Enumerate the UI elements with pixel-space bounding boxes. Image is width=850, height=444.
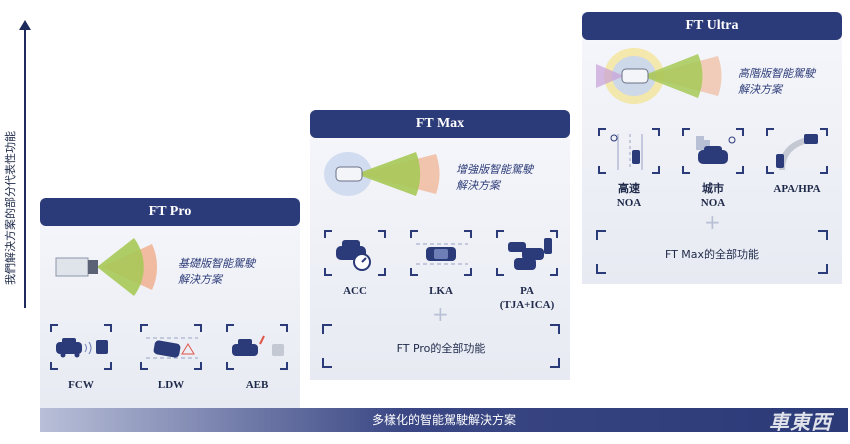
pro-radar-green (97, 238, 144, 296)
tier-ft-ultra-header: FT Ultra (582, 12, 842, 40)
city-noa-icon (696, 136, 736, 164)
ft-max-sensor-illustration (324, 152, 440, 196)
feature-pa-label: PA (TJA+ICA) (486, 284, 568, 312)
ft-max-desc-line2: 解決方案 (456, 179, 500, 192)
feature-pa-line1: PA (520, 285, 534, 297)
ft-pro-description: 基礎版智能駕駛 解決方案 (178, 256, 255, 288)
fcw-icon (56, 338, 108, 358)
ft-ultra-includes-frame: FT Max的全部功能 (596, 230, 828, 274)
bottom-bar: 多樣化的智能駕駛解決方案 (40, 408, 848, 432)
ft-ultra-includes-label: FT Max的全部功能 (664, 248, 760, 261)
feature-pa-icon-frame (496, 230, 558, 276)
feature-pa-line2: (TJA+ICA) (499, 299, 555, 311)
feature-city-noa-icon-frame (682, 128, 744, 174)
feature-highway-noa-icon-frame (598, 128, 660, 174)
feature-highway-noa-label: 高速 NOA (598, 182, 660, 210)
highway-noa-line2: NOA (616, 197, 642, 209)
watermark-logo: 車東西 (769, 410, 832, 434)
y-axis-arrow (19, 20, 31, 308)
highway-noa-line1: 高速 (618, 183, 640, 195)
truck-cab (88, 260, 98, 274)
tier-ft-pro-header: FT Pro (40, 198, 300, 226)
ft-max-includes-frame: FT Pro的全部功能 (322, 324, 560, 368)
feature-ldw-icon-frame (140, 324, 202, 370)
ft-ultra-plus-sign: + (704, 210, 721, 234)
ft-max-plus-sign: + (432, 302, 449, 326)
feature-apa-hpa-icon-frame (766, 128, 828, 174)
ft-ultra-description: 高階版智能駕駛 解決方案 (738, 66, 815, 98)
feature-ldw-label: LDW (157, 379, 185, 391)
ft-max-description: 增強版智能駕駛 解決方案 (456, 162, 533, 194)
feature-fcw-label: FCW (68, 379, 94, 391)
feature-city-noa-label: 城市 NOA (682, 182, 744, 210)
ft-ultra-desc-line2: 解決方案 (738, 83, 782, 96)
ft-ultra-desc-line1: 高階版智能駕駛 (738, 67, 815, 80)
ft-pro-sensor-illustration (55, 238, 158, 296)
feature-acc-icon-frame (324, 230, 386, 276)
acc-icon (336, 240, 371, 271)
apa-hpa-icon (776, 134, 818, 171)
ft-pro-desc-line1: 基礎版智能駕駛 (178, 257, 255, 270)
aeb-icon (232, 335, 284, 356)
city-noa-line2: NOA (700, 197, 726, 209)
feature-apa-hpa-label: APA/HPA (773, 183, 821, 195)
highway-noa-icon (610, 134, 643, 170)
city-noa-line1: 城市 (702, 183, 724, 195)
tier-ft-max-header: FT Max (310, 110, 570, 138)
feature-lka-icon-frame (410, 230, 472, 276)
feature-aeb-icon-frame (226, 324, 288, 370)
feature-aeb-label: AEB (245, 379, 269, 391)
pa-icon (508, 238, 552, 270)
tier-ft-pro (40, 198, 300, 410)
feature-fcw-icon-frame (50, 324, 112, 370)
truck-body (55, 257, 89, 277)
y-axis-label: 我們解決方案的部分代表性功能 (4, 131, 17, 285)
ldw-icon (146, 337, 198, 359)
feature-acc-label: ACC (343, 285, 367, 297)
ft-max-includes-label: FT Pro的全部功能 (396, 342, 486, 355)
feature-lka-label: LKA (429, 285, 453, 297)
lka-icon (416, 243, 468, 265)
ft-max-desc-line1: 增強版智能駕駛 (456, 163, 533, 176)
ft-ultra-sensor-illustration (596, 48, 722, 104)
ft-pro-desc-line2: 解決方案 (178, 273, 222, 286)
